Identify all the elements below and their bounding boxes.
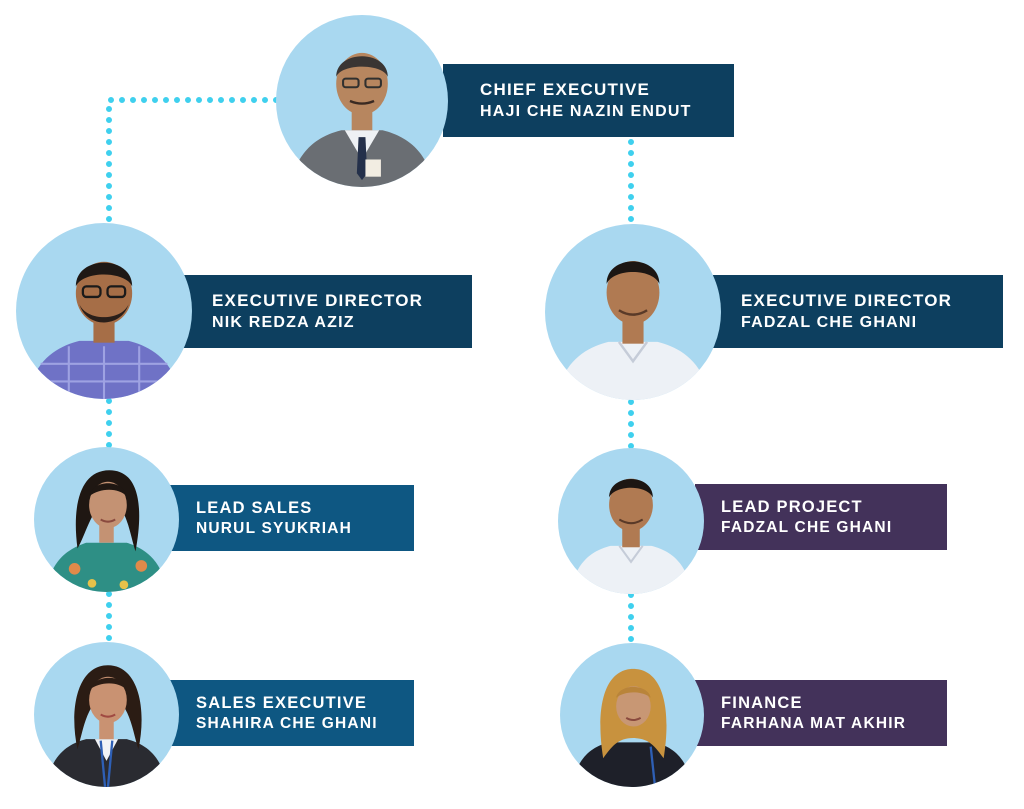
plate-executive-director-left: EXECUTIVE DIRECTOR NIK REDZA AZIZ	[183, 275, 472, 348]
plate-finance: FINANCE FARHANA MAT AKHIR	[695, 680, 947, 746]
portrait-icon	[558, 448, 704, 594]
role-label: LEAD SALES	[196, 498, 313, 517]
person-name: HAJI CHE NAZIN ENDUT	[480, 103, 692, 120]
role-label: LEAD PROJECT	[721, 497, 863, 516]
person-name: SHAHIRA CHE GHANI	[196, 714, 378, 732]
plate-lead-project: LEAD PROJECT FADZAL CHE GHANI	[695, 484, 947, 550]
plate-lead-sales: LEAD SALES NURUL SYUKRIAH	[170, 485, 414, 551]
plate-sales-executive: SALES EXECUTIVE SHAHIRA CHE GHANI	[170, 680, 414, 746]
link-chief-to-ed-left	[106, 97, 279, 225]
portrait-icon	[34, 642, 179, 787]
portrait-icon	[34, 447, 179, 592]
person-name: NIK REDZA AZIZ	[212, 314, 355, 331]
portrait-icon	[545, 224, 721, 400]
portrait-icon	[560, 643, 704, 787]
role-label: EXECUTIVE DIRECTOR	[212, 291, 424, 310]
person-name: FARHANA MAT AKHIR	[721, 714, 907, 732]
portrait-icon	[276, 15, 448, 187]
role-label: EXECUTIVE DIRECTOR	[741, 291, 953, 310]
person-name: FADZAL CHE GHANI	[741, 314, 918, 331]
role-label: SALES EXECUTIVE	[196, 693, 368, 712]
person-name: NURUL SYUKRIAH	[196, 519, 353, 537]
portrait-icon	[16, 223, 192, 399]
plate-chief-executive: CHIEF EXECUTIVE HAJI CHE NAZIN ENDUT	[443, 64, 734, 137]
role-label: FINANCE	[721, 693, 803, 712]
role-label: CHIEF EXECUTIVE	[480, 80, 651, 99]
person-name: FADZAL CHE GHANI	[721, 518, 893, 536]
plate-executive-director-right: EXECUTIVE DIRECTOR FADZAL CHE GHANI	[713, 275, 1003, 348]
